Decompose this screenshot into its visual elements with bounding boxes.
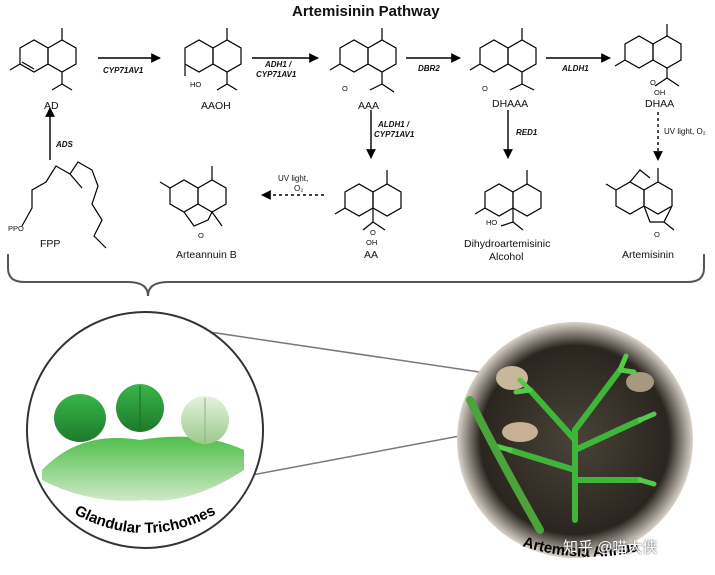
label-alcohol: Alcohol (489, 251, 524, 263)
molecule-dhaaa (469, 28, 537, 91)
enzyme-aldh1-top: ALDH1 (562, 64, 589, 73)
enzyme-aldh1-mid: ALDH1 / (378, 120, 410, 129)
enzyme-aldh1-cyp71av1: CYP71AV1 (374, 130, 415, 139)
label-arteannuin-b: Arteannuin B (176, 249, 237, 261)
label-artemisinin: Artemisinin (622, 249, 674, 261)
molecule-dihydroartemisinic-alcohol (474, 170, 542, 231)
molecule-dhaa (614, 24, 682, 87)
atom-ppo: PPO (8, 224, 24, 233)
label-aa: AA (364, 249, 379, 261)
enzyme-adh1: ADH1 / (265, 60, 292, 69)
label-dhaa: DHAA (645, 98, 675, 110)
label-dihydroartemisinic: Dihydroartemisinic (464, 238, 551, 250)
atom-ho-aaoh: HO (190, 80, 202, 89)
molecule-artemisinin (605, 168, 675, 231)
enzyme-adh1-cyp71av1: CYP71AV1 (256, 70, 297, 79)
label-aaoh: AAOH (201, 100, 231, 112)
atom-oh-dhaa: OH (654, 88, 666, 97)
connector-top (195, 329, 521, 379)
label-aaa: AAA (358, 100, 380, 112)
molecule-fpp (21, 161, 107, 249)
atom-o-dhaa: O (650, 78, 656, 87)
atom-o-dhaaa: O (482, 84, 488, 93)
enzyme-cyp71av1: CYP71AV1 (103, 66, 144, 75)
molecule-aaoh (184, 28, 242, 91)
condition-o2-left: O₂ (294, 184, 304, 193)
condition-uv-right: UV light, O₂ (664, 127, 706, 136)
watermark: 知乎 @喵大侠 (563, 539, 658, 556)
trichome-circle (26, 311, 264, 549)
atom-o-aaa: O (342, 84, 348, 93)
atom-o-arteannuin: O (198, 231, 204, 240)
brace (7, 254, 705, 297)
molecule-aa (334, 170, 402, 231)
label-fpp: FPP (40, 238, 61, 250)
atom-oh-aa: OH (366, 238, 378, 247)
label-dhaaa: DHAAA (492, 98, 529, 110)
atom-o-aa: O (370, 228, 376, 237)
atom-o-artemisinin: O (654, 230, 660, 239)
molecule-arteannuin-b (159, 166, 227, 227)
label-ad: AD (44, 100, 59, 112)
enzyme-ads: ADS (56, 140, 73, 149)
enzyme-red1: RED1 (516, 128, 538, 137)
figure-title: Artemisinin Pathway (292, 3, 440, 20)
atom-ho-alcohol: HO (486, 218, 498, 227)
enzyme-dbr2: DBR2 (418, 64, 440, 73)
plant-photo-circle (457, 322, 693, 558)
molecule-ad (9, 28, 77, 91)
condition-uv-left: UV light, (278, 174, 309, 183)
molecule-aaa (329, 28, 397, 93)
